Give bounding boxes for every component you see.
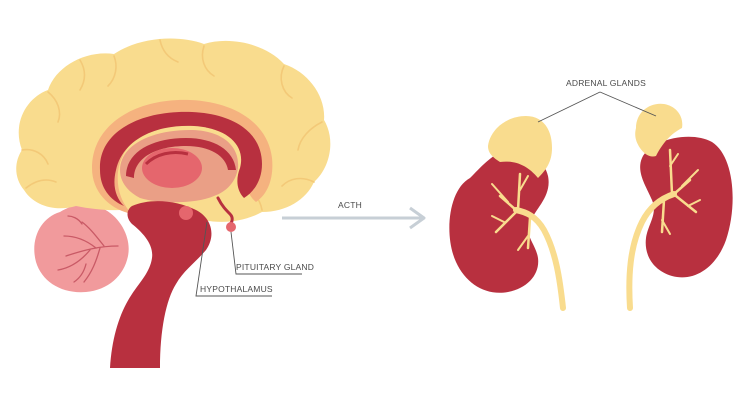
fornix xyxy=(126,138,236,178)
left-kidney-vessels xyxy=(491,172,566,311)
adrenal-leader-lines xyxy=(537,91,657,123)
brainstem xyxy=(110,201,212,368)
acth-label: ACTH xyxy=(338,200,362,210)
left-kidney xyxy=(449,116,566,311)
pituitary-gland-label: PITUITARY GLAND xyxy=(236,262,314,272)
right-adrenal-gland xyxy=(635,103,683,157)
hypothalamus-structure xyxy=(179,206,193,220)
corpus-callosum xyxy=(99,111,262,206)
adrenal-glands-label: ADRENAL GLANDS xyxy=(566,78,646,88)
left-adrenal-gland xyxy=(488,116,552,178)
brain-leader-lines xyxy=(195,221,302,297)
acth-arrow xyxy=(282,206,426,230)
right-kidney-vessels xyxy=(626,148,701,311)
pituitary-gland-structure xyxy=(226,222,236,232)
right-kidney xyxy=(626,103,733,311)
cerebellum xyxy=(34,204,129,293)
hypothalamus-label: HYPOTHALAMUS xyxy=(200,284,273,294)
brain xyxy=(16,38,331,368)
